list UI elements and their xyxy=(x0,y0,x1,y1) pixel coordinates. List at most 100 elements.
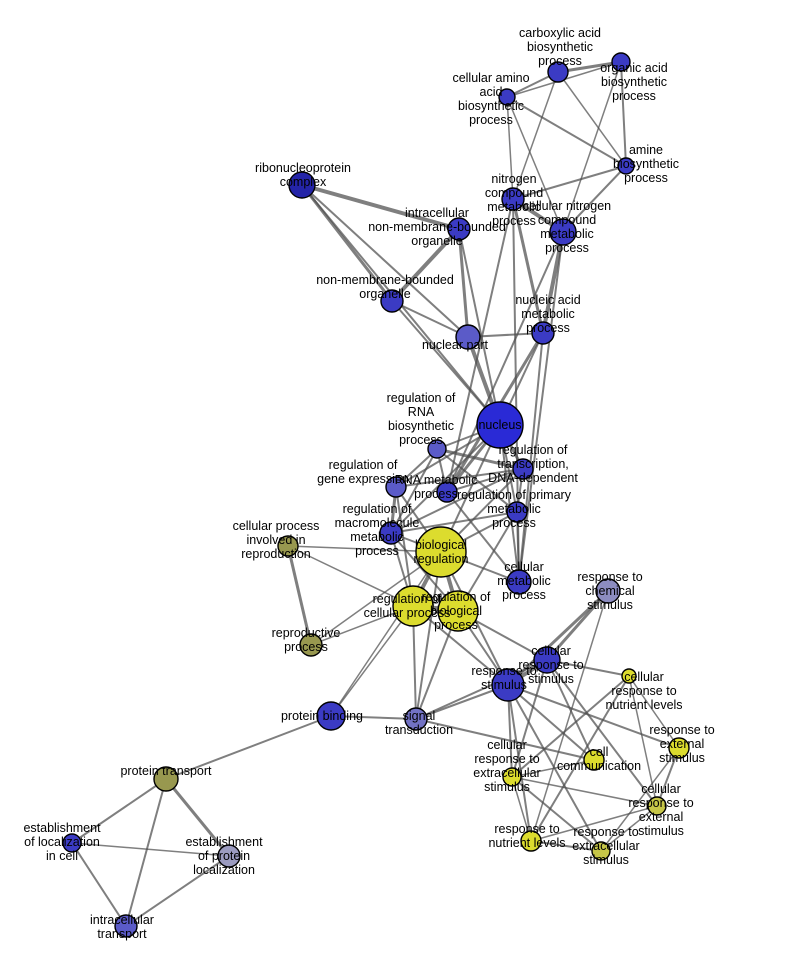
edge-intracellular-non-membrane-bounded-organelle--non-membrane-bounded-organelle xyxy=(390,227,461,303)
edge-nitrogen-compound-metabolic-process--nucleic-acid-metabolic-process xyxy=(511,197,545,335)
edge-regulation-of-rna-biosynthetic-process--regulation-of-transcription-dna-dependent xyxy=(435,447,525,471)
node-response-to-nutrient-levels[interactable] xyxy=(520,830,542,852)
node-response-to-stimulus[interactable] xyxy=(491,668,525,702)
edge-response-to-nutrient-levels--cellular-response-to-external-stimulus xyxy=(530,805,658,842)
node-cellular-amino-acid-biosynthetic-process[interactable] xyxy=(498,88,516,106)
edge-response-to-stimulus--response-to-external-stimulus xyxy=(507,684,680,749)
edge-regulation-of-transcription-dna-dependent--rna-metabolic-process xyxy=(446,468,524,493)
edge-carboxylic-acid-biosynthetic-process--nitrogen-compound-metabolic-process xyxy=(512,71,559,200)
node-layer xyxy=(62,52,690,938)
node-nuclear-part[interactable] xyxy=(455,324,481,350)
node-regulation-of-primary-metabolic-process[interactable] xyxy=(506,501,528,523)
node-non-membrane-bounded-organelle[interactable] xyxy=(380,289,404,313)
edge-cellular-amino-acid-biosynthetic-process--amine-biosynthetic-process xyxy=(506,96,627,167)
node-nitrogen-compound-metabolic-process[interactable] xyxy=(501,187,525,211)
node-biological-regulation[interactable] xyxy=(415,526,467,578)
node-cellular-response-to-extracellular-stimulus[interactable] xyxy=(502,767,522,787)
node-nucleic-acid-metabolic-process[interactable] xyxy=(531,321,555,345)
edge-ribonucleoprotein-complex--intracellular-non-membrane-bounded-organelle xyxy=(300,183,461,231)
node-regulation-of-transcription-dna-dependent[interactable] xyxy=(512,458,534,480)
edge-regulation-of-transcription-dna-dependent--regulation-of-gene-expression xyxy=(395,468,524,488)
node-intracellular-non-membrane-bounded-organelle[interactable] xyxy=(447,217,471,241)
edge-protein-transport--establishment-of-protein-localization xyxy=(164,777,231,858)
edge-cellular-amino-acid-biosynthetic-process--nitrogen-compound-metabolic-process xyxy=(506,96,514,200)
edge-cellular-response-to-extracellular-stimulus--cell-communication xyxy=(511,759,595,778)
edge-regulation-of-transcription-dna-dependent--regulation-of-macromolecule-metabolic-process xyxy=(390,468,524,534)
node-regulation-of-biological-process[interactable] xyxy=(437,590,479,632)
edge-establishment-of-protein-localization--intracellular-transport xyxy=(125,855,230,927)
node-response-to-external-stimulus[interactable] xyxy=(668,737,690,759)
node-regulation-of-cellular-process[interactable] xyxy=(392,585,434,627)
node-protein-transport[interactable] xyxy=(153,766,179,792)
edge-ribonucleoprotein-complex--nuclear-part xyxy=(301,184,469,338)
edge-signal-transduction--cell-communication xyxy=(415,718,595,761)
edge-amine-biosynthetic-process--nitrogen-compound-metabolic-process xyxy=(512,165,627,200)
edge-cellular-response-to-stimulus--response-to-chemical-stimulus xyxy=(545,589,610,662)
node-cellular-metabolic-process[interactable] xyxy=(506,569,532,595)
edge-cellular-response-to-stimulus--cellular-response-to-extracellular-stimulus xyxy=(511,659,548,778)
edge-protein-transport--establishment-of-localization-in-cell xyxy=(71,778,167,844)
edge-rna-metabolic-process--cellular-metabolic-process xyxy=(446,491,520,583)
node-organic-acid-biosynthetic-process[interactable] xyxy=(611,52,631,72)
edge-amine-biosynthetic-process--cellular-nitrogen-compound-metabolic-process xyxy=(562,165,627,233)
edge-cellular-response-to-extracellular-stimulus--response-to-nutrient-levels xyxy=(511,776,532,842)
node-intracellular-transport[interactable] xyxy=(114,914,138,938)
node-cellular-response-to-stimulus[interactable] xyxy=(533,646,561,674)
node-cell-communication[interactable] xyxy=(583,749,605,771)
edge-non-membrane-bounded-organelle--nuclear-part xyxy=(391,300,469,338)
node-signal-transduction[interactable] xyxy=(404,707,428,731)
node-reproductive-process[interactable] xyxy=(299,633,323,657)
node-establishment-of-protein-localization[interactable] xyxy=(217,844,241,868)
node-cellular-nitrogen-compound-metabolic-process[interactable] xyxy=(549,218,577,246)
edge-layer xyxy=(71,60,680,927)
edge-organic-acid-biosynthetic-process--cellular-nitrogen-compound-metabolic-process xyxy=(562,61,622,233)
node-amine-biosynthetic-process[interactable] xyxy=(617,157,635,175)
edge-cellular-nitrogen-compound-metabolic-process--cellular-metabolic-process xyxy=(518,231,564,583)
node-regulation-of-macromolecule-metabolic-process[interactable] xyxy=(379,521,403,545)
edge-carboxylic-acid-biosynthetic-process--amine-biosynthetic-process xyxy=(557,71,627,167)
node-rna-metabolic-process[interactable] xyxy=(436,481,458,503)
edge-establishment-of-localization-in-cell--establishment-of-protein-localization xyxy=(71,842,230,857)
edge-cellular-response-to-stimulus--cell-communication xyxy=(546,659,595,761)
edge-cellular-response-to-extracellular-stimulus--cellular-response-to-external-stimulus xyxy=(511,776,658,807)
edge-intracellular-non-membrane-bounded-organelle--nuclear-part xyxy=(457,227,470,339)
node-response-to-chemical-stimulus[interactable] xyxy=(595,578,621,604)
edge-nucleus--cellular-metabolic-process xyxy=(499,424,520,583)
node-response-to-extracellular-stimulus[interactable] xyxy=(591,841,611,861)
edge-cellular-response-to-nutrient-levels--response-to-external-stimulus xyxy=(628,675,680,749)
edge-protein-binding--protein-transport xyxy=(165,715,332,780)
edge-regulation-of-rna-biosynthetic-process--regulation-of-primary-metabolic-process xyxy=(436,448,518,513)
edge-non-membrane-bounded-organelle--nucleus xyxy=(391,300,501,426)
edge-regulation-of-primary-metabolic-process--regulation-of-macromolecule-metabolic-process xyxy=(390,511,518,534)
edge-cellular-response-to-stimulus--cellular-response-to-nutrient-levels xyxy=(546,659,630,677)
node-carboxylic-acid-biosynthetic-process[interactable] xyxy=(547,61,569,83)
node-cellular-process-involved-in-reproduction[interactable] xyxy=(277,535,299,557)
node-regulation-of-rna-biosynthetic-process[interactable] xyxy=(427,439,447,459)
edge-nitrogen-compound-metabolic-process--rna-metabolic-process xyxy=(446,198,514,493)
edge-cellular-nitrogen-compound-metabolic-process--rna-metabolic-process xyxy=(446,231,564,493)
edge-protein-binding--regulation-of-cellular-process xyxy=(330,605,414,717)
node-establishment-of-localization-in-cell[interactable] xyxy=(62,833,82,853)
edge-cellular-process-involved-in-reproduction--reproductive-process xyxy=(286,544,313,647)
node-nucleus[interactable] xyxy=(476,401,524,449)
edge-response-to-stimulus--response-to-nutrient-levels xyxy=(507,684,532,842)
node-ribonucleoprotein-complex[interactable] xyxy=(288,171,316,199)
node-cellular-response-to-external-stimulus[interactable] xyxy=(647,796,667,816)
edge-establishment-of-localization-in-cell--intracellular-transport xyxy=(71,842,127,927)
edge-organic-acid-biosynthetic-process--amine-biosynthetic-process xyxy=(620,61,627,167)
edge-cellular-amino-acid-biosynthetic-process--cellular-nitrogen-compound-metabolic-process xyxy=(506,96,564,233)
edge-protein-transport--intracellular-transport xyxy=(125,778,167,927)
edge-response-to-extracellular-stimulus--cellular-response-to-external-stimulus xyxy=(600,805,658,852)
edge-response-to-nutrient-levels--response-to-extracellular-stimulus xyxy=(530,840,602,852)
node-protein-binding[interactable] xyxy=(316,701,346,731)
node-cellular-response-to-nutrient-levels[interactable] xyxy=(621,668,637,684)
node-regulation-of-gene-expression[interactable] xyxy=(385,476,407,498)
edge-cellular-response-to-nutrient-levels--response-to-nutrient-levels xyxy=(530,675,630,842)
